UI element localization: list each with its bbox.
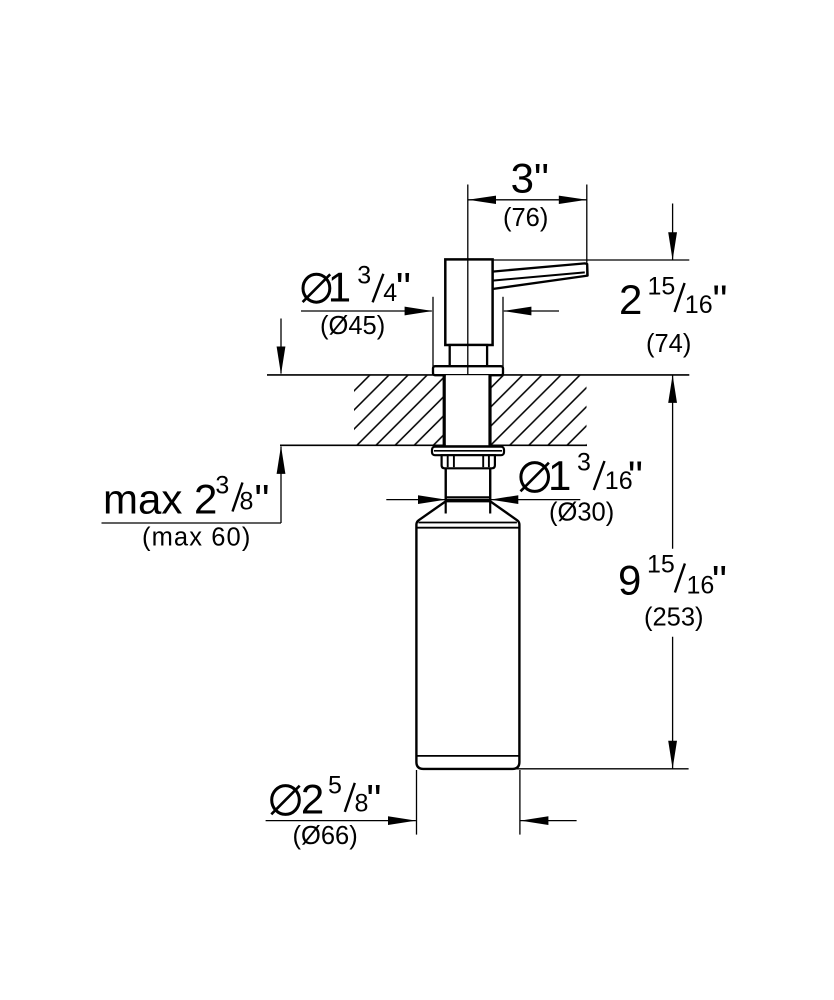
svg-text:16: 16 — [605, 467, 633, 495]
svg-text:9: 9 — [618, 556, 641, 603]
svg-text:8: 8 — [355, 789, 369, 817]
svg-text:max 2: max 2 — [103, 475, 217, 522]
svg-text:2: 2 — [301, 775, 324, 822]
svg-text:16: 16 — [687, 571, 715, 599]
svg-text:(74): (74) — [646, 330, 691, 358]
svg-text:3: 3 — [215, 472, 229, 500]
svg-text:": " — [255, 475, 270, 522]
svg-text:(Ø66): (Ø66) — [293, 822, 358, 850]
svg-text:": " — [712, 556, 727, 603]
svg-text:": " — [713, 276, 728, 323]
svg-text:": " — [628, 452, 643, 499]
svg-text:(Ø30): (Ø30) — [549, 499, 614, 527]
svg-text:3": 3" — [511, 155, 549, 202]
svg-text:(Ø45): (Ø45) — [320, 312, 385, 340]
svg-text:1: 1 — [548, 452, 571, 499]
svg-text:8: 8 — [240, 488, 254, 516]
svg-text:16: 16 — [685, 291, 713, 319]
svg-text:(76): (76) — [503, 204, 548, 232]
svg-text:15: 15 — [648, 273, 676, 301]
svg-text:(max 60): (max 60) — [142, 524, 251, 552]
svg-text:5: 5 — [328, 771, 342, 799]
svg-text:": " — [396, 263, 411, 310]
svg-text:1: 1 — [328, 263, 351, 310]
svg-text:3: 3 — [577, 449, 591, 477]
svg-text:4: 4 — [383, 279, 397, 307]
svg-text:": " — [367, 775, 382, 822]
svg-text:3: 3 — [357, 262, 371, 290]
svg-text:15: 15 — [647, 550, 675, 578]
svg-text:2: 2 — [619, 276, 642, 323]
svg-text:(253): (253) — [644, 603, 704, 631]
